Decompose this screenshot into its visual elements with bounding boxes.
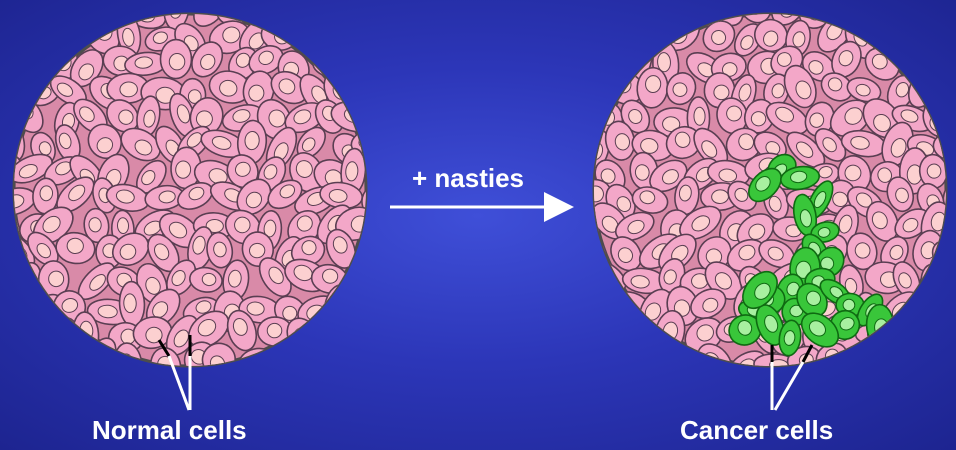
tissue-cell bbox=[851, 344, 879, 382]
tissue-cell bbox=[920, 263, 947, 299]
tissue-cell bbox=[294, 14, 336, 52]
tissue-cell bbox=[858, 0, 902, 33]
tissue-cell bbox=[345, 19, 393, 66]
tissue-cell bbox=[921, 50, 956, 85]
tissue-cell bbox=[7, 0, 57, 37]
tissue-cell bbox=[566, 339, 618, 383]
tissue-cell bbox=[8, 316, 40, 346]
cancer-tissue bbox=[548, 0, 956, 388]
tissue-cell bbox=[324, 338, 357, 383]
tissue-cell bbox=[0, 1, 18, 25]
tissue-cell bbox=[881, 0, 933, 38]
tissue-cell bbox=[46, 0, 87, 28]
tissue-cell bbox=[573, 65, 608, 109]
arrow-label: + nasties bbox=[412, 163, 524, 194]
normal-cells-label: Normal cells bbox=[92, 415, 247, 446]
cancer-cell bbox=[866, 304, 894, 345]
tissue-cell bbox=[357, 289, 394, 320]
tissue-cell bbox=[626, 0, 657, 31]
tissue-cell bbox=[939, 345, 956, 384]
tissue-cell bbox=[354, 71, 392, 110]
normal-cell-cluster bbox=[0, 0, 398, 391]
cancer-cells-label: Cancer cells bbox=[680, 415, 833, 446]
tissue-cell bbox=[358, 243, 398, 271]
tissue-cell bbox=[297, 339, 338, 381]
tissue-cell bbox=[905, 14, 952, 61]
tissue-cell bbox=[605, 341, 649, 387]
tissue-cell bbox=[345, 339, 395, 391]
tissue-cell bbox=[41, 342, 95, 390]
tissue-cell bbox=[560, 254, 598, 296]
tissue-cell bbox=[0, 287, 41, 335]
tissue-cell bbox=[594, 0, 635, 28]
tissue-cell bbox=[893, 308, 938, 352]
tissue-cell bbox=[97, 0, 143, 21]
tissue-cell bbox=[0, 259, 29, 304]
tissue-cell bbox=[919, 302, 956, 357]
tissue-cell bbox=[565, 158, 591, 194]
tissue-cell bbox=[907, 291, 950, 328]
tissue-cell bbox=[926, 73, 956, 105]
tissue-cell bbox=[627, 338, 673, 382]
tissue-cell bbox=[21, 333, 63, 385]
tissue-cell bbox=[304, 315, 356, 360]
tissue-cell bbox=[575, 313, 600, 359]
tissue-cell bbox=[913, 0, 956, 30]
tissue-cell bbox=[275, 0, 319, 30]
tissue-cell bbox=[337, 38, 370, 84]
tissue-cell bbox=[588, 47, 636, 81]
tissue-cell bbox=[0, 42, 15, 86]
tissue-cell bbox=[0, 340, 42, 387]
tissue-cell bbox=[827, 0, 871, 24]
tissue-cell bbox=[934, 279, 956, 327]
tissue-cell bbox=[66, 0, 107, 33]
tissue-cell bbox=[308, 0, 346, 35]
tissue-cell bbox=[29, 12, 66, 52]
tissue-cell bbox=[0, 13, 34, 57]
tissue-cell bbox=[548, 38, 599, 86]
tissue-cell bbox=[652, 0, 693, 28]
cancer-pointer-lines bbox=[772, 362, 803, 410]
tissue-cell bbox=[879, 340, 916, 386]
tissue-cell bbox=[584, 312, 629, 351]
normal-tissue bbox=[0, 0, 398, 391]
tissue-cell bbox=[0, 103, 15, 140]
tissue-cell bbox=[566, 284, 611, 330]
tissue-cell bbox=[160, 39, 191, 78]
tissue-cell bbox=[5, 44, 49, 88]
tissue-cell bbox=[600, 19, 641, 56]
tissue-cell bbox=[903, 334, 947, 380]
tissue-cell bbox=[580, 18, 609, 62]
tissue-cell bbox=[332, 317, 376, 357]
tissue-cell bbox=[0, 311, 28, 363]
tissue-cell bbox=[339, 0, 383, 36]
tissue-cell bbox=[249, 0, 290, 24]
tissue-cell bbox=[0, 73, 37, 115]
tissue-cell bbox=[562, 105, 606, 134]
tissue-cell bbox=[928, 12, 956, 58]
tissue-cell bbox=[556, 0, 605, 26]
tissue-cell bbox=[324, 16, 370, 54]
